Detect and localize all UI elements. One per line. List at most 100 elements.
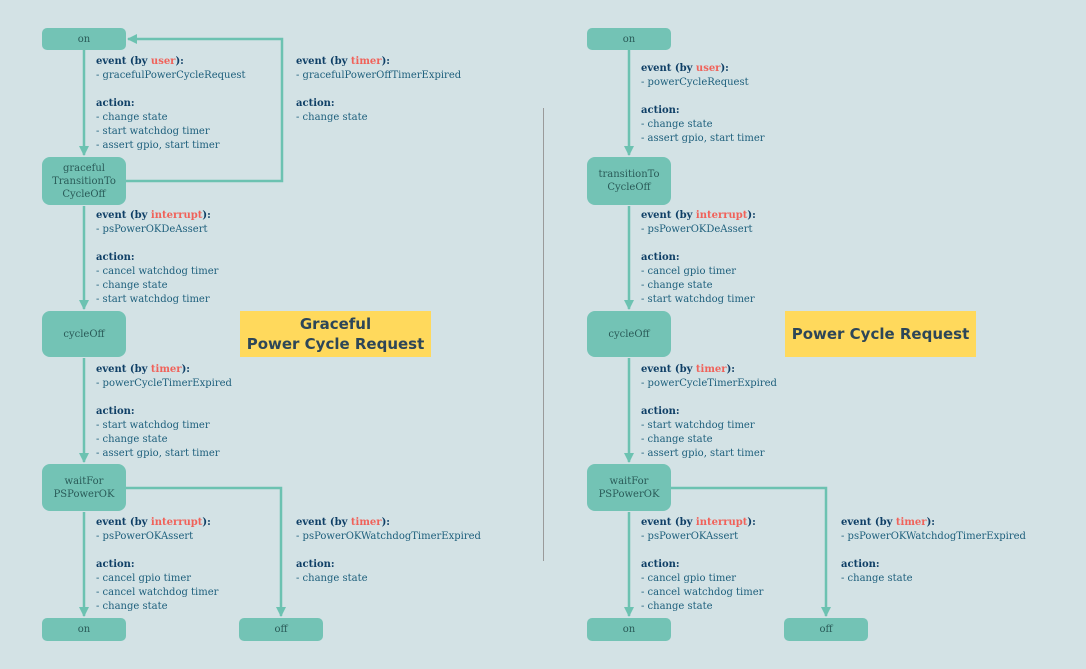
arrow-graceful-back-to-on <box>126 34 284 183</box>
event-source: interrupt <box>150 517 203 528</box>
state-off: off <box>239 618 323 641</box>
event-item: - psPowerOKAssert <box>641 531 739 542</box>
state-r-waitfor: waitFor PSPowerOK <box>587 464 671 511</box>
action-item: - start watchdog timer <box>96 126 210 137</box>
event-suffix: ): <box>181 364 190 375</box>
right-title: Power Cycle Request <box>785 311 976 357</box>
action-item: - start watchdog timer <box>96 294 210 305</box>
arrow-waitfor-to-off <box>126 486 286 617</box>
action-item: - change state <box>96 112 168 123</box>
event-prefix: event (by <box>96 210 151 221</box>
event-prefix: event (by <box>641 364 696 375</box>
event-item: - psPowerOKAssert <box>96 531 194 542</box>
divider <box>543 108 544 561</box>
event-source: user <box>695 63 721 74</box>
action-item: - assert gpio, start timer <box>641 133 765 144</box>
action-item: - cancel gpio timer <box>641 573 737 584</box>
state-r-on-bottom: on <box>587 618 671 641</box>
state-r-transition: transitionTo CycleOff <box>587 157 671 205</box>
event-prefix: event (by <box>96 56 151 67</box>
arrow-r-waitfor-to-off <box>671 486 831 617</box>
action-item: - cancel gpio timer <box>641 266 737 277</box>
action-heading: action: <box>641 105 680 116</box>
action-heading: action: <box>296 559 335 570</box>
event-suffix: ): <box>202 210 211 221</box>
event-source: interrupt <box>150 210 203 221</box>
state-waitfor: waitFor PSPowerOK <box>42 464 126 511</box>
action-heading: action: <box>96 252 135 263</box>
event-heading: event (by interrupt): <box>96 209 218 223</box>
event-source: interrupt <box>695 210 748 221</box>
action-heading: action: <box>641 406 680 417</box>
event-heading: event (by user): <box>96 55 246 69</box>
action-heading: action: <box>96 559 135 570</box>
action-item: - cancel watchdog timer <box>96 587 219 598</box>
event-prefix: event (by <box>296 517 351 528</box>
event-item: - gracefulPowerOffTimerExpired <box>296 70 462 81</box>
event-heading: event (by interrupt): <box>641 209 756 223</box>
event-item: - gracefulPowerCycleRequest <box>96 70 246 81</box>
event-prefix: event (by <box>96 517 151 528</box>
action-item: - change state <box>641 280 713 291</box>
event-item: - powerCycleTimerExpired <box>96 378 232 389</box>
event-heading: event (by timer): <box>641 363 777 377</box>
action-heading: action: <box>96 406 135 417</box>
state-on-bottom: on <box>42 618 126 641</box>
action-heading: action: <box>296 98 335 109</box>
annotation: event (by timer):- gracefulPowerOffTimer… <box>296 55 461 125</box>
event-item: - powerCycleRequest <box>641 77 749 88</box>
event-item: - powerCycleTimerExpired <box>641 378 777 389</box>
event-suffix: ): <box>720 63 729 74</box>
event-source: timer <box>350 517 382 528</box>
action-item: - start watchdog timer <box>641 294 755 305</box>
action-item: - change state <box>296 573 368 584</box>
action-heading: action: <box>641 252 680 263</box>
action-item: - assert gpio, start timer <box>96 140 220 151</box>
state-on-top: on <box>42 28 126 50</box>
state-cycleoff: cycleOff <box>42 311 126 357</box>
event-item: - psPowerOKDeAssert <box>641 224 753 235</box>
action-item: - change state <box>641 119 713 130</box>
action-item: - change state <box>641 601 713 612</box>
annotation: event (by interrupt):- psPowerOKDeAssert… <box>96 209 218 307</box>
state-graceful-transition: graceful TransitionTo CycleOff <box>42 157 126 205</box>
event-source: timer <box>150 364 182 375</box>
event-prefix: event (by <box>841 517 896 528</box>
event-heading: event (by interrupt): <box>641 516 763 530</box>
event-item: - psPowerOKWatchdogTimerExpired <box>296 531 481 542</box>
event-suffix: ): <box>175 56 184 67</box>
annotation: event (by timer):- powerCycleTimerExpire… <box>96 363 232 461</box>
action-item: - cancel gpio timer <box>96 573 192 584</box>
event-source: timer <box>695 364 727 375</box>
event-source: user <box>150 56 176 67</box>
annotation: event (by user):- gracefulPowerCycleRequ… <box>96 55 246 153</box>
event-heading: event (by user): <box>641 62 765 76</box>
event-suffix: ): <box>747 210 756 221</box>
event-heading: event (by timer): <box>96 363 232 377</box>
event-prefix: event (by <box>296 56 351 67</box>
action-item: - cancel watchdog timer <box>96 266 219 277</box>
annotation: event (by timer):- psPowerOKWatchdogTime… <box>841 516 1026 586</box>
event-heading: event (by timer): <box>841 516 1026 530</box>
event-prefix: event (by <box>641 63 696 74</box>
action-item: - change state <box>96 280 168 291</box>
event-source: interrupt <box>695 517 748 528</box>
event-suffix: ): <box>381 56 390 67</box>
action-item: - assert gpio, start timer <box>641 448 765 459</box>
state-r-on-top: on <box>587 28 671 50</box>
action-item: - assert gpio, start timer <box>96 448 220 459</box>
annotation: event (by interrupt):- psPowerOKDeAssert… <box>641 209 756 307</box>
action-heading: action: <box>96 98 135 109</box>
action-item: - change state <box>96 601 168 612</box>
event-suffix: ): <box>926 517 935 528</box>
action-item: - change state <box>641 434 713 445</box>
event-heading: event (by timer): <box>296 55 461 69</box>
annotation: event (by timer):- psPowerOKWatchdogTime… <box>296 516 481 586</box>
action-item: - change state <box>96 434 168 445</box>
left-title: Graceful Power Cycle Request <box>240 311 431 357</box>
annotation: event (by timer):- powerCycleTimerExpire… <box>641 363 777 461</box>
event-prefix: event (by <box>641 210 696 221</box>
event-prefix: event (by <box>96 364 151 375</box>
